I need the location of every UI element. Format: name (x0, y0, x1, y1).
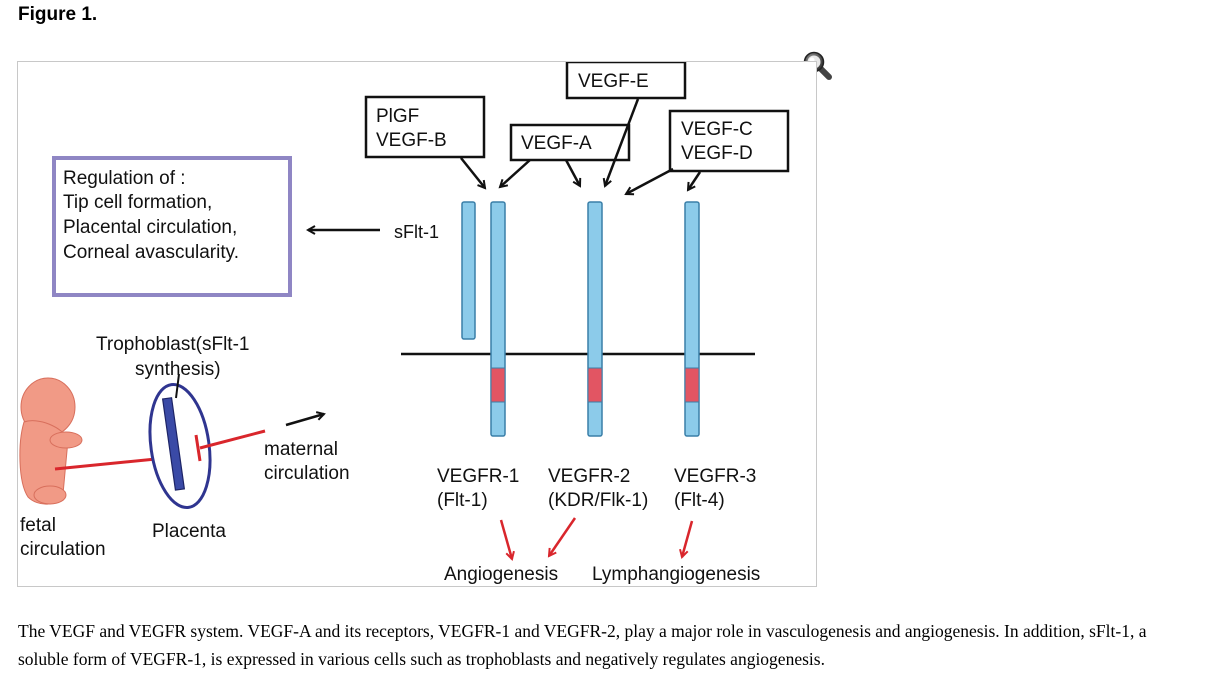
ligand-box-vegfa: VEGF-A (509, 123, 631, 162)
outcome-arrows (499, 517, 694, 559)
placenta-label: Placenta (152, 521, 226, 542)
vegfr1-alias-label: (Flt-1) (437, 490, 488, 511)
vegfr3-label: VEGFR-3 (674, 466, 756, 487)
ligand-vegfd-label: VEGF-D (681, 143, 753, 164)
figure-caption: The VEGF and VEGFR system. VEGF-A and it… (18, 621, 1147, 669)
ligand-box-plgf-vegfb: PlGF VEGF-B (364, 95, 486, 159)
trophoblast-bar (161, 397, 186, 491)
figure-heading: Figure 1. (18, 4, 98, 25)
fetal-label-line-2: circulation (20, 539, 106, 560)
figure-panel[interactable]: PlGF VEGF-B VEGF-E VEGF-A VEGF-C VEGF-D (17, 61, 817, 587)
ligand-box-vegfe: VEGF-E (565, 62, 687, 100)
lymphangiogenesis-label: Lymphangiogenesis (592, 564, 760, 585)
vegfr2-alias-label: (KDR/Flk-1) (548, 490, 648, 511)
trophoblast-label-line-1: Trophoblast(sFlt-1 (96, 334, 249, 355)
vegfr1-label: VEGFR-1 (437, 466, 519, 487)
ligand-plgf-label: PlGF (376, 106, 419, 127)
vegfr2-receptor (587, 201, 603, 437)
vegfr3-alias-label: (Flt-4) (674, 490, 725, 511)
umbilical-line (54, 456, 167, 471)
ligand-arrows (460, 98, 702, 194)
fetal-label-line-1: fetal (20, 515, 56, 536)
placenta-illustration (148, 373, 266, 510)
regulation-line-3: Placental circulation, (63, 217, 237, 238)
ligand-vegfa-label: VEGF-A (521, 133, 592, 154)
regulation-line-4: Corneal avascularity. (63, 242, 239, 263)
regulation-line-1: Regulation of : (63, 168, 186, 189)
vegfr1-receptor (490, 201, 506, 437)
maternal-arrow (285, 414, 324, 427)
sflt1-receptor (461, 201, 476, 340)
maternal-label-line-2: circulation (264, 463, 350, 484)
ligand-vegfc-label: VEGF-C (681, 119, 753, 140)
ligand-vegfb-label: VEGF-B (376, 130, 447, 151)
trophoblast-label-line-2: synthesis) (135, 359, 221, 380)
ligand-box-vegfcd: VEGF-C VEGF-D (668, 109, 790, 173)
vegf-diagram: PlGF VEGF-B VEGF-E VEGF-A VEGF-C VEGF-D (19, 62, 790, 585)
angiogenesis-label: Angiogenesis (444, 564, 558, 585)
regulation-box: Regulation of : Tip cell formation, Plac… (52, 156, 292, 297)
fetus-illustration (19, 377, 83, 505)
regulation-line-2: Tip cell formation, (63, 192, 212, 213)
ligand-vegfe-label: VEGF-E (578, 71, 649, 92)
vegfr2-label: VEGFR-2 (548, 466, 630, 487)
sflt1-label: sFlt-1 (394, 222, 439, 242)
vegfr3-receptor (684, 201, 700, 437)
maternal-label-line-1: maternal (264, 439, 338, 460)
